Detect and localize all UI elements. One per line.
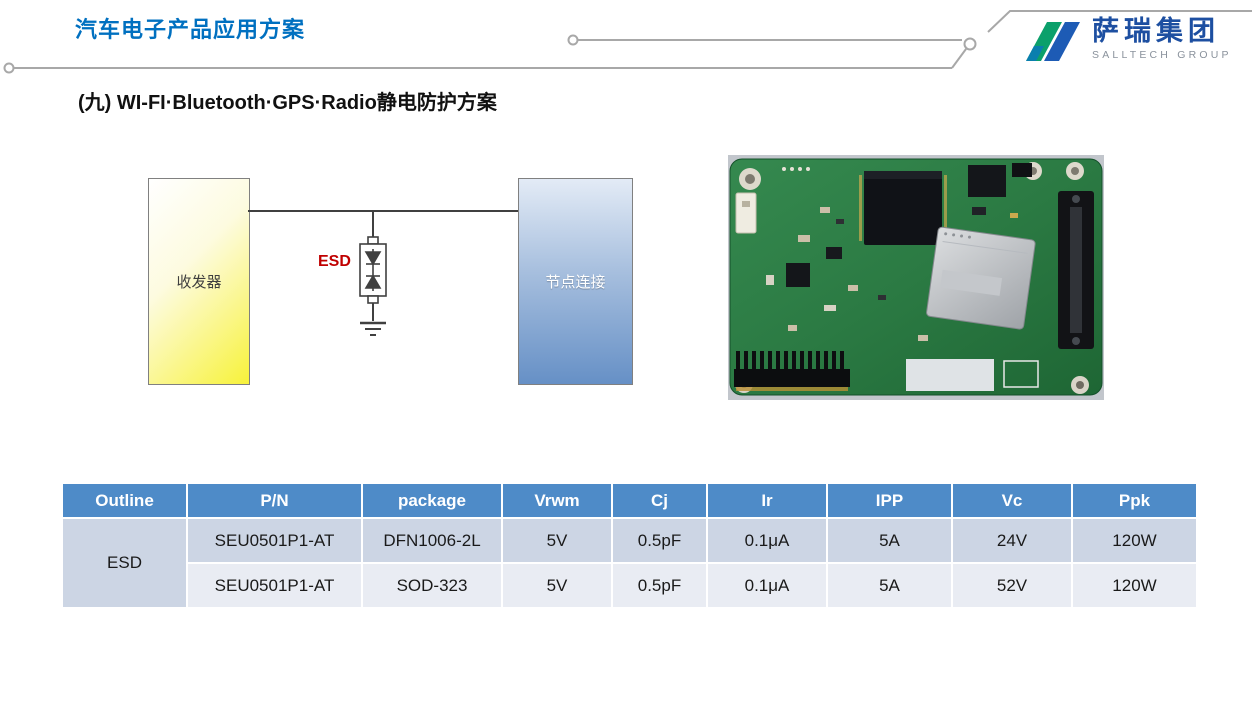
section-heading: (九) WI-FI·Bluetooth·GPS·Radio静电防护方案	[78, 92, 497, 114]
cell-row1-package: DFN1006-2L	[363, 519, 503, 564]
cell-row2-vrwm: 5V	[503, 564, 613, 609]
pcb-photo	[728, 155, 1104, 400]
logo-text: 萨瑞集团 SALLTECH GROUP	[1092, 16, 1232, 61]
cell-row1-cj: 0.5pF	[613, 519, 708, 564]
header-cell-outline: Outline	[63, 484, 188, 519]
cell-row2-ppk: 120W	[1073, 564, 1198, 609]
cell-row2-ipp: 5A	[828, 564, 953, 609]
header-cell-ppk: Ppk	[1073, 484, 1198, 519]
cell-row1-ipp: 5A	[828, 519, 953, 564]
header-cell-ipp: IPP	[828, 484, 953, 519]
salltech-logo-icon	[1026, 22, 1080, 61]
cell-row1-ppk: 120W	[1073, 519, 1198, 564]
ground-symbol	[360, 321, 386, 336]
logo-brand-subtext: SALLTECH GROUP	[1092, 48, 1232, 61]
cell-row2-cj: 0.5pF	[613, 564, 708, 609]
cell-row1-vc: 24V	[953, 519, 1073, 564]
slide-title: 汽车电子产品应用方案	[75, 17, 306, 42]
transceiver-box-label: 收发器	[176, 274, 222, 291]
cell-row1-pn: SEU0501P1-AT	[188, 519, 363, 564]
header-cell-pn: P/N	[188, 484, 363, 519]
cell-row2-ir: 0.1μA	[708, 564, 828, 609]
esd-label: ESD	[318, 253, 351, 270]
cell-row2-pn: SEU0501P1-AT	[188, 564, 363, 609]
node-box: 节点连接	[518, 178, 633, 385]
header-cell-ir: Ir	[708, 484, 828, 519]
spec-table: Outline P/N package Vrwm Cj Ir IPP Vc Pp…	[63, 484, 1198, 609]
transceiver-box: 收发器	[148, 178, 250, 385]
header-cell-cj: Cj	[613, 484, 708, 519]
header-cell-vc: Vc	[953, 484, 1073, 519]
header-cell-package: package	[363, 484, 503, 519]
node-box-label: 节点连接	[545, 274, 606, 291]
header-cell-vrwm: Vrwm	[503, 484, 613, 519]
cell-row1-ir: 0.1μA	[708, 519, 828, 564]
logo: 萨瑞集团 SALLTECH GROUP	[1014, 10, 1246, 68]
logo-brand-text: 萨瑞集团	[1092, 16, 1220, 47]
cell-row1-vrwm: 5V	[503, 519, 613, 564]
cell-row2-package: SOD-323	[363, 564, 503, 609]
cell-outline-esd: ESD	[63, 519, 188, 609]
cell-row2-vc: 52V	[953, 564, 1073, 609]
